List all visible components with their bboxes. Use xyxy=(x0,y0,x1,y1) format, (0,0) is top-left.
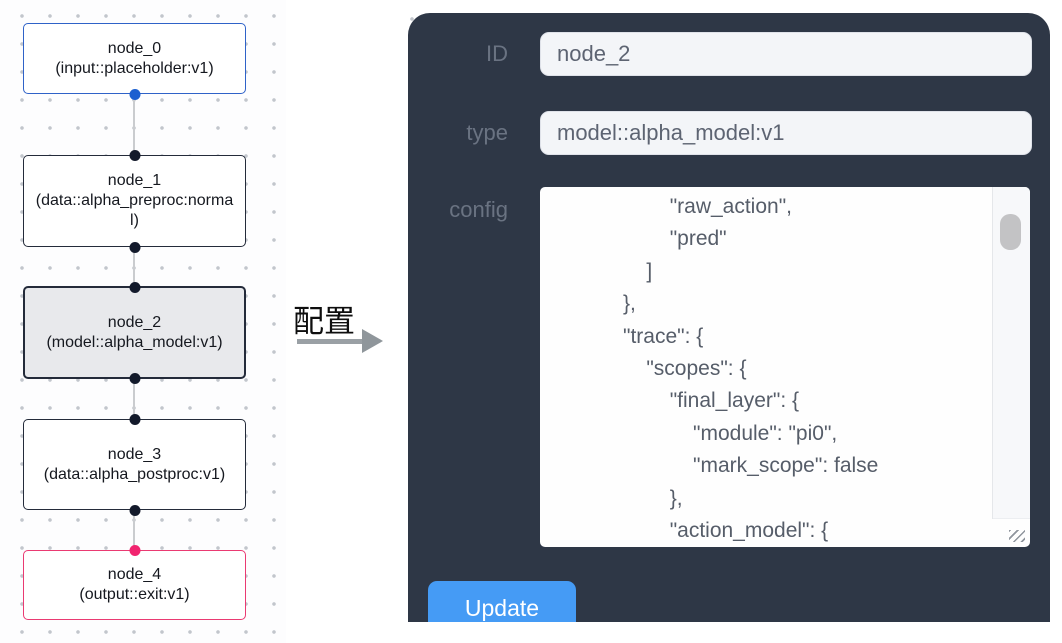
panel-backdrop: ID type config "raw_action", "pred" ] },… xyxy=(392,0,1050,622)
textarea-resize-corner xyxy=(993,518,1030,547)
node-subtitle: (model::alpha_model:v1) xyxy=(46,333,223,351)
node-title: node_0 xyxy=(107,39,162,57)
flow-canvas[interactable]: node_0 (input::placeholder:v1) node_1 (d… xyxy=(0,0,286,643)
configure-annotation: 配置 xyxy=(293,304,355,339)
source-handle-icon[interactable] xyxy=(129,504,140,516)
right-arrow-head-icon xyxy=(362,329,383,353)
node-node_0[interactable]: node_0 (input::placeholder:v1) xyxy=(23,23,246,100)
node-subtitle: (input::placeholder:v1) xyxy=(55,59,214,77)
update-button[interactable]: Update xyxy=(428,581,576,622)
source-handle-icon[interactable] xyxy=(129,241,140,253)
resize-grip-icon[interactable] xyxy=(1009,530,1025,542)
id-field-label: ID xyxy=(486,41,508,66)
node-node_2-selected[interactable]: node_2 (model::alpha_model:v1) xyxy=(23,281,246,384)
config-textarea[interactable]: "raw_action", "pred" ] }, "trace": { "sc… xyxy=(540,187,1030,547)
edge-node1-node2 xyxy=(133,247,135,286)
source-handle-icon[interactable] xyxy=(129,88,140,100)
node-config-panel: ID type config "raw_action", "pred" ] },… xyxy=(408,13,1050,622)
edge-node0-node1 xyxy=(133,94,135,155)
node-title: node_4 xyxy=(107,566,162,583)
node-title: node_2 xyxy=(107,313,162,331)
type-field-label: type xyxy=(466,120,508,145)
node-title: node_1 xyxy=(107,172,162,189)
target-handle-icon[interactable] xyxy=(129,281,140,293)
config-scrollbar-thumb[interactable] xyxy=(1000,214,1021,250)
node-node_3[interactable]: node_3 (data::alpha_postproc:v1) xyxy=(23,413,246,516)
node-subtitle: (data::alpha_preproc:normal) xyxy=(35,192,234,229)
node-node_4[interactable]: node_4 (output::exit:v1) xyxy=(23,544,246,620)
node-subtitle: (data::alpha_postproc:v1) xyxy=(43,465,226,483)
config-json-text[interactable]: "raw_action", "pred" ] }, "trace": { "sc… xyxy=(623,195,879,543)
target-handle-icon[interactable] xyxy=(129,149,140,161)
target-handle-icon[interactable] xyxy=(129,413,140,425)
source-handle-icon[interactable] xyxy=(129,372,140,384)
right-arrow-icon xyxy=(297,339,363,344)
id-input[interactable] xyxy=(540,32,1032,76)
type-input[interactable] xyxy=(540,111,1032,155)
node-subtitle: (output::exit:v1) xyxy=(79,586,190,603)
edge-node3-node4 xyxy=(133,510,135,550)
node-node_1[interactable]: node_1 (data::alpha_preproc:normal) xyxy=(23,149,246,253)
config-scrollbar-track[interactable] xyxy=(992,187,1030,519)
edge-node2-node3 xyxy=(133,379,135,419)
target-handle-icon[interactable] xyxy=(129,544,140,556)
config-field-label: config xyxy=(449,197,508,222)
node-title: node_3 xyxy=(107,445,162,463)
